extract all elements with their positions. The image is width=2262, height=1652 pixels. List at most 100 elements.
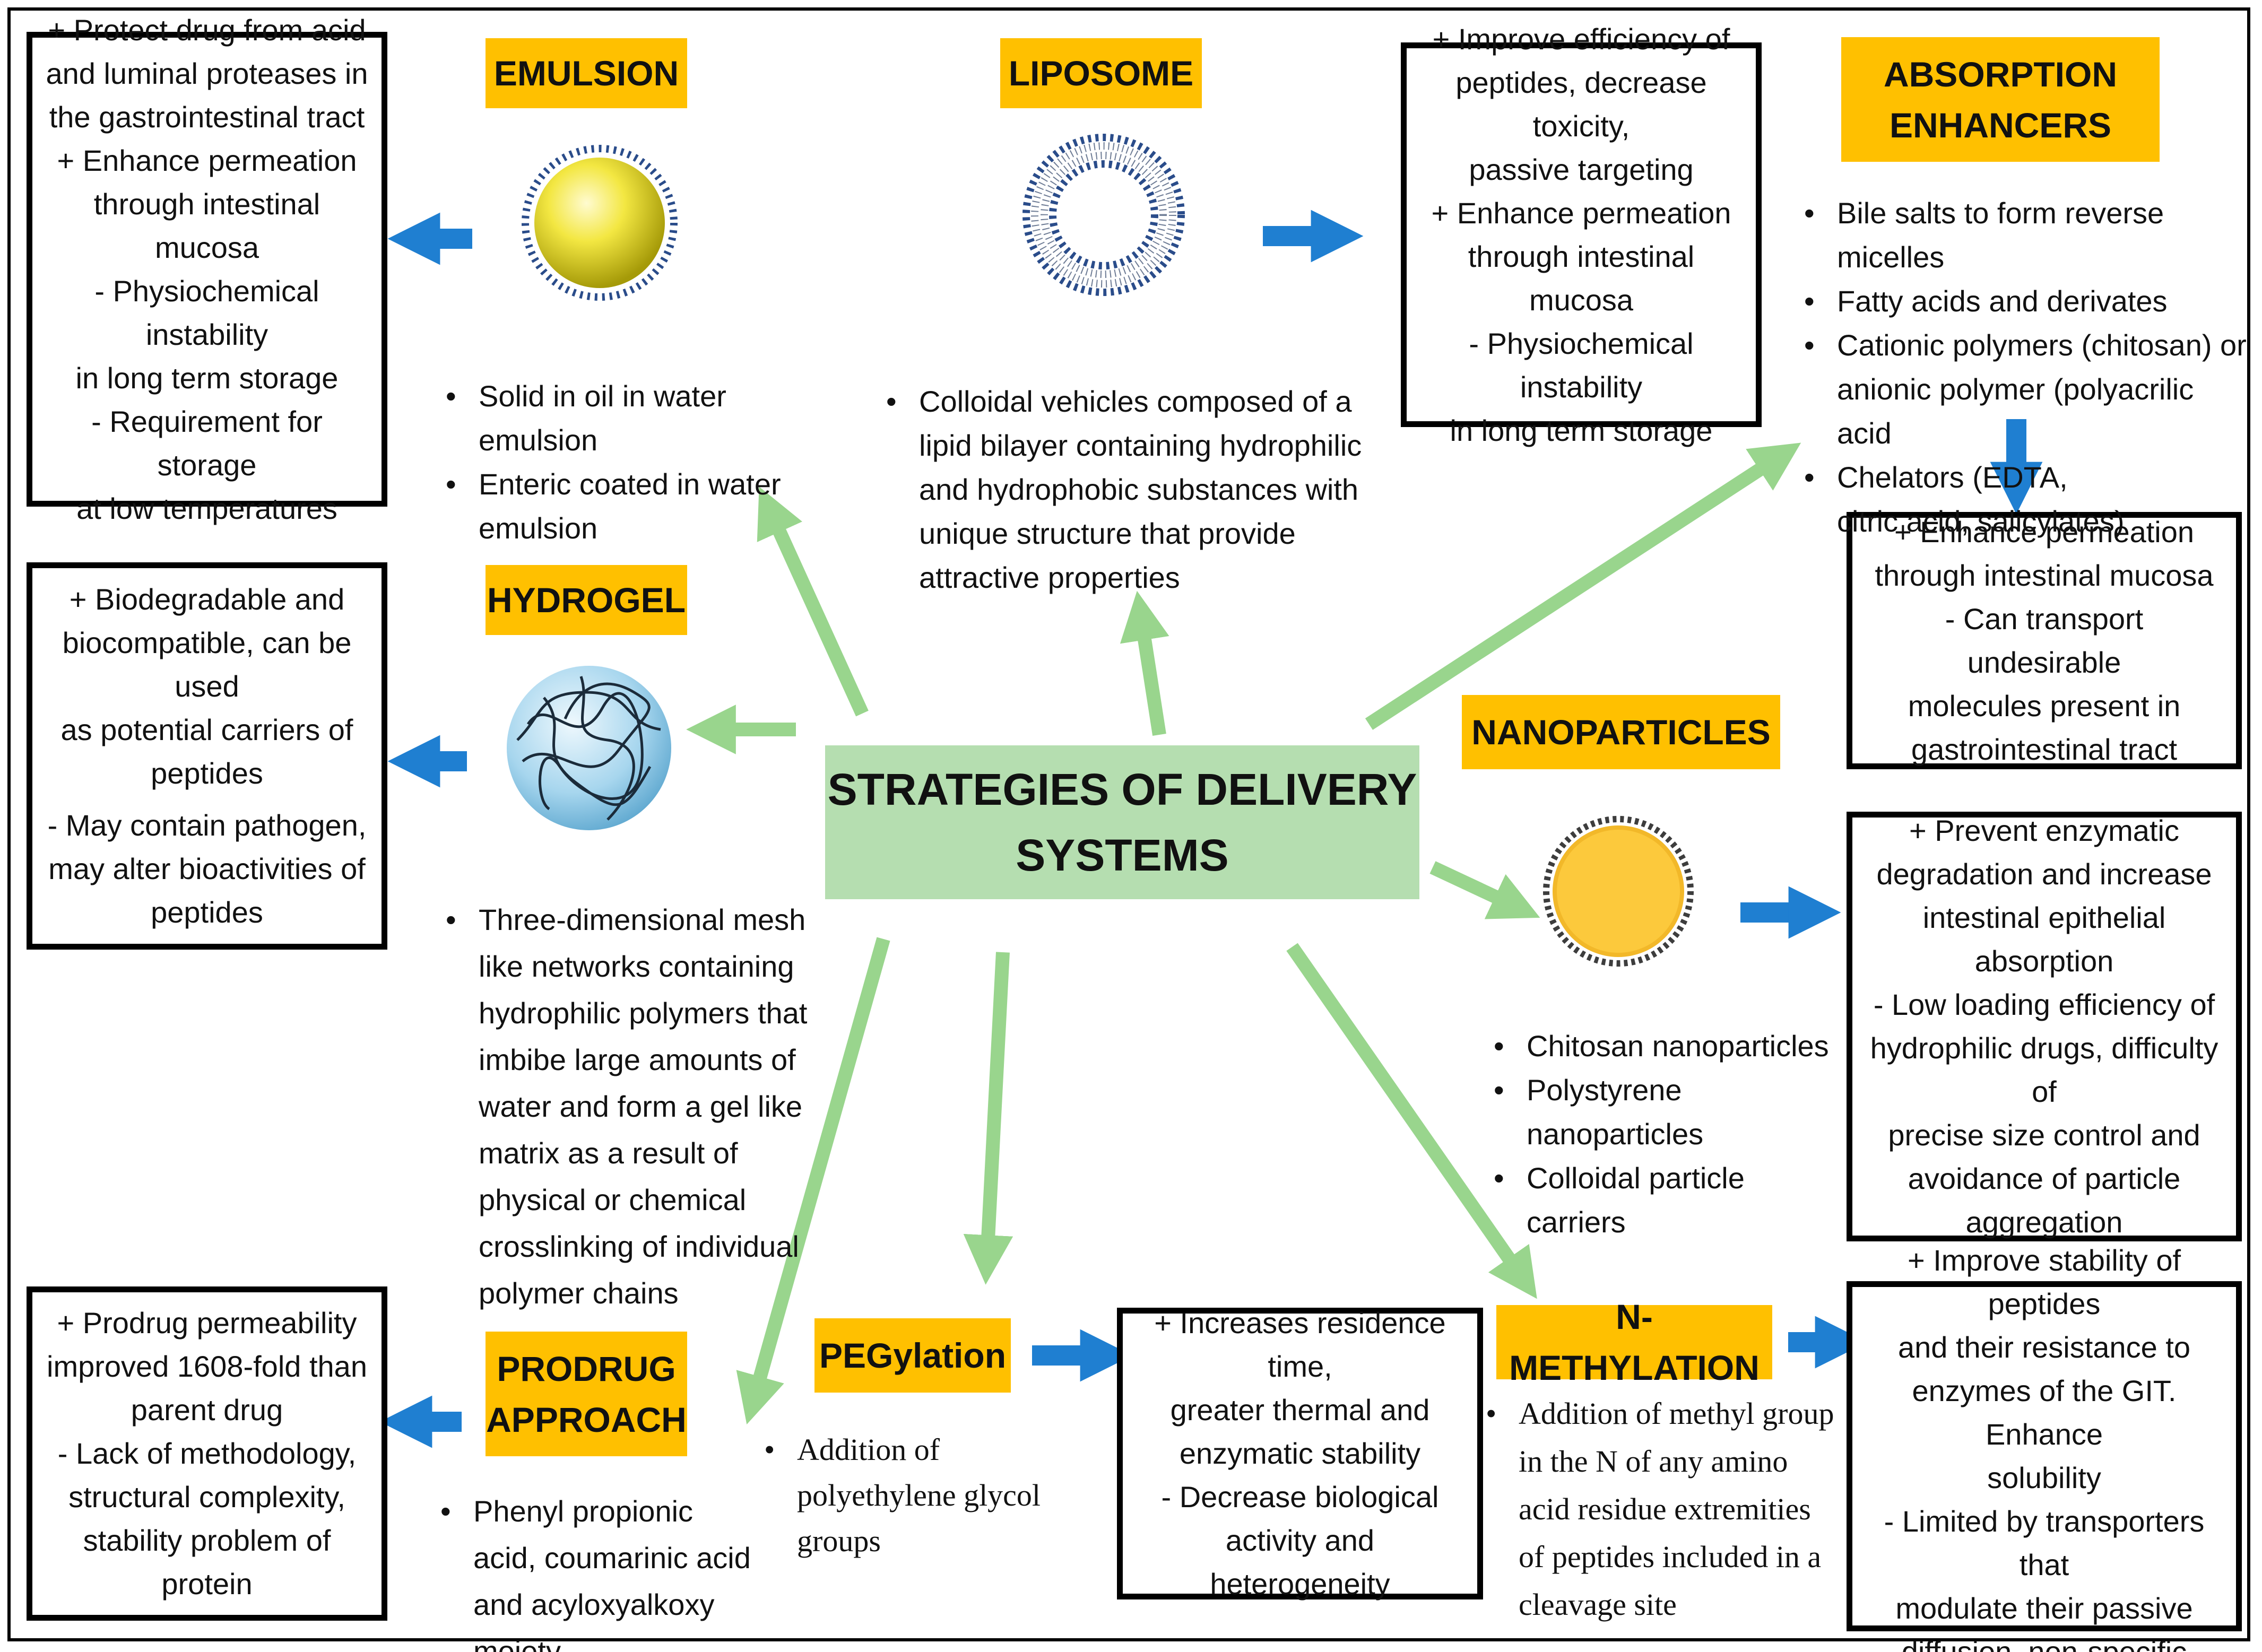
box-line: through intestinal mucosa (1875, 558, 2214, 592)
bullet-item: Addition of polyethylene glycol groups (764, 1427, 1104, 1564)
bullet-item: Bile salts to form reverse micelles (1804, 191, 2250, 279)
arrow-to-nmethylation (1286, 943, 1537, 1299)
box-line: precise size control and (1888, 1118, 2200, 1152)
box-hydrogel: + Biodegradable and biocompatible, can b… (27, 562, 387, 950)
bullet-item: Fatty acids and derivates (1804, 279, 2250, 323)
box-line: improved 1608-fold than (47, 1350, 367, 1383)
center-title-box: STRATEGIES OF DELIVERY SYSTEMS (825, 745, 1419, 899)
label-nanoparticles-text: NANOPARTICLES (1471, 712, 1771, 752)
box-line: as potential carriers of (60, 713, 353, 746)
bullet-item: Phenyl propionic acid, coumarinic acid a… (440, 1488, 759, 1652)
bullets-liposome: Colloidal vehicles composed of a lipid b… (886, 379, 1364, 599)
label-liposome-text: LIPOSOME (1008, 54, 1194, 93)
box-line: in long term storage (75, 361, 339, 395)
box-line: - Can transport undesirable (1945, 602, 2144, 679)
label-liposome: LIPOSOME (1000, 38, 1202, 108)
bullets-absorption: Bile salts to form reverse micelles Fatt… (1804, 191, 2250, 543)
box-line: + Improve efficiency of (1432, 22, 1730, 56)
bullet-item: Addition of methyl group in the N of any… (1486, 1390, 1836, 1629)
arrow-to-nanoparticles (1429, 861, 1540, 919)
box-line: diffusion, non-specific (1901, 1635, 2187, 1652)
box-line: + Enhance permeation (57, 143, 357, 177)
arrow-to-prodrug (736, 937, 890, 1425)
nanoparticle-icon (1543, 816, 1694, 967)
box-pegylation: + Increases residence time, greater ther… (1117, 1306, 1483, 1601)
box-line: + Improve stability of peptides (1907, 1244, 2181, 1320)
label-absorption-enhancers: ABSORPTION ENHANCERS (1841, 37, 2160, 162)
emulsion-droplet-icon (522, 145, 678, 301)
label-absorption-line1: ABSORPTION (1883, 54, 2118, 94)
box-line: passive targeting (1469, 152, 1694, 186)
label-nmethylation-text: N-METHYLATION (1509, 1297, 1760, 1387)
center-title-line1: STRATEGIES OF DELIVERY (827, 764, 1417, 814)
box-line: peptides (151, 757, 263, 790)
box-line: through intestinal mucosa (93, 187, 320, 264)
bullets-hydrogel: Three-dimensional mesh like networks con… (446, 897, 817, 1317)
bullet-item: Chitosan nanoparticles (1494, 1024, 1839, 1068)
box-line: + Prevent enzymatic (1909, 814, 2179, 847)
box-line: degradation and increase (1876, 857, 2212, 891)
label-nanoparticles: NANOPARTICLES (1462, 695, 1780, 769)
label-absorption-line2: ENHANCERS (1889, 105, 2112, 145)
box-line: at low temperatures (76, 491, 337, 525)
label-prodrug-line2: APPROACH (486, 1399, 687, 1439)
box-line: enzymatic stability (1179, 1437, 1421, 1470)
box-line: - May contain pathogen, (47, 808, 367, 842)
box-line: - Decrease biological (1161, 1480, 1439, 1514)
box-line: - Requirement for storage (91, 404, 323, 482)
bullets-nanoparticles: Chitosan nanoparticles Polystyrene nanop… (1494, 1024, 1839, 1244)
arrow-to-pegylation (963, 952, 1013, 1285)
box-line: - Limited by transporters that (1884, 1505, 2205, 1581)
label-emulsion: EMULSION (486, 38, 687, 108)
bullets-prodrug: Phenyl propionic acid, coumarinic acid a… (440, 1488, 759, 1652)
box-line: solubility (1987, 1461, 2101, 1494)
box-line: intestinal epithelial absorption (1922, 901, 2166, 978)
bullet-item: Polystyrene nanoparticles (1494, 1068, 1839, 1156)
box-line: enzymes of the GIT. Enhance (1912, 1374, 2177, 1451)
hydrogel-mesh-icon (507, 666, 671, 830)
bullets-pegylation: Addition of polyethylene glycol groups (764, 1427, 1104, 1564)
label-nmethylation: N-METHYLATION (1496, 1297, 1772, 1387)
box-line: - Low loading efficiency of (1873, 988, 2215, 1021)
label-hydrogel: HYDROGEL (486, 565, 687, 635)
box-line: gastrointestinal tract (1911, 732, 2178, 766)
box-line: + Protect drug from acid (48, 13, 366, 47)
box-line: - Lack of methodology, (57, 1437, 357, 1470)
box-line: peptides, decrease toxicity, (1455, 65, 1707, 143)
box-nanoparticles: + Prevent enzymatic degradation and incr… (1847, 812, 2242, 1241)
bullets-nmethylation: Addition of methyl group in the N of any… (1486, 1390, 1836, 1629)
box-line: peptides (151, 895, 263, 929)
box-line: - Physiochemical instability (94, 274, 319, 351)
box-line: + Increases residence time, (1154, 1306, 1446, 1383)
bullet-item: Three-dimensional mesh like networks con… (446, 897, 817, 1317)
bullet-item: Cationic polymers (chitosan) or anionic … (1804, 323, 2250, 455)
box-line: + Biodegradable and (69, 582, 345, 616)
box-line: through intestinal mucosa (1468, 239, 1695, 317)
box-line: and luminal proteases in (46, 56, 368, 90)
center-title-line2: SYSTEMS (1016, 830, 1229, 880)
bullets-emulsion: Solid in oil in water emulsion Enteric c… (446, 374, 828, 550)
label-prodrug-approach: PRODRUG APPROACH (486, 1332, 687, 1456)
bullet-item: Colloidal particle carriers (1494, 1156, 1839, 1244)
box-line: in long term storage (1450, 413, 1713, 447)
bullet-item: Chelators (EDTA, citric acid, salicylate… (1804, 455, 2250, 543)
box-line: structural complexity, (68, 1480, 345, 1514)
box-line: and their resistance to (1898, 1331, 2190, 1364)
label-emulsion-text: EMULSION (493, 54, 679, 93)
box-nmethylation: + Improve stability of peptides and thei… (1847, 1244, 2242, 1652)
label-pegylation: PEGylation (814, 1318, 1011, 1393)
box-line: may alter bioactivities of (48, 852, 366, 885)
box-emulsion: + Protect drug from acid and luminal pro… (27, 13, 387, 525)
label-prodrug-line1: PRODRUG (497, 1349, 676, 1388)
box-line: parent drug (131, 1393, 283, 1427)
box-line: hydrophilic drugs, difficulty of (1870, 1031, 2218, 1108)
box-line: molecules present in (1908, 689, 2181, 723)
box-line: - Physiochemical instability (1469, 326, 1694, 404)
arrow-to-liposome (1120, 590, 1169, 736)
bullet-item: Solid in oil in water emulsion (446, 374, 828, 462)
outer-frame (7, 7, 2250, 1641)
box-line: stability problem of protein (83, 1524, 331, 1601)
box-line: + Enhance permeation (1431, 196, 1731, 230)
label-hydrogel-text: HYDROGEL (487, 580, 686, 620)
